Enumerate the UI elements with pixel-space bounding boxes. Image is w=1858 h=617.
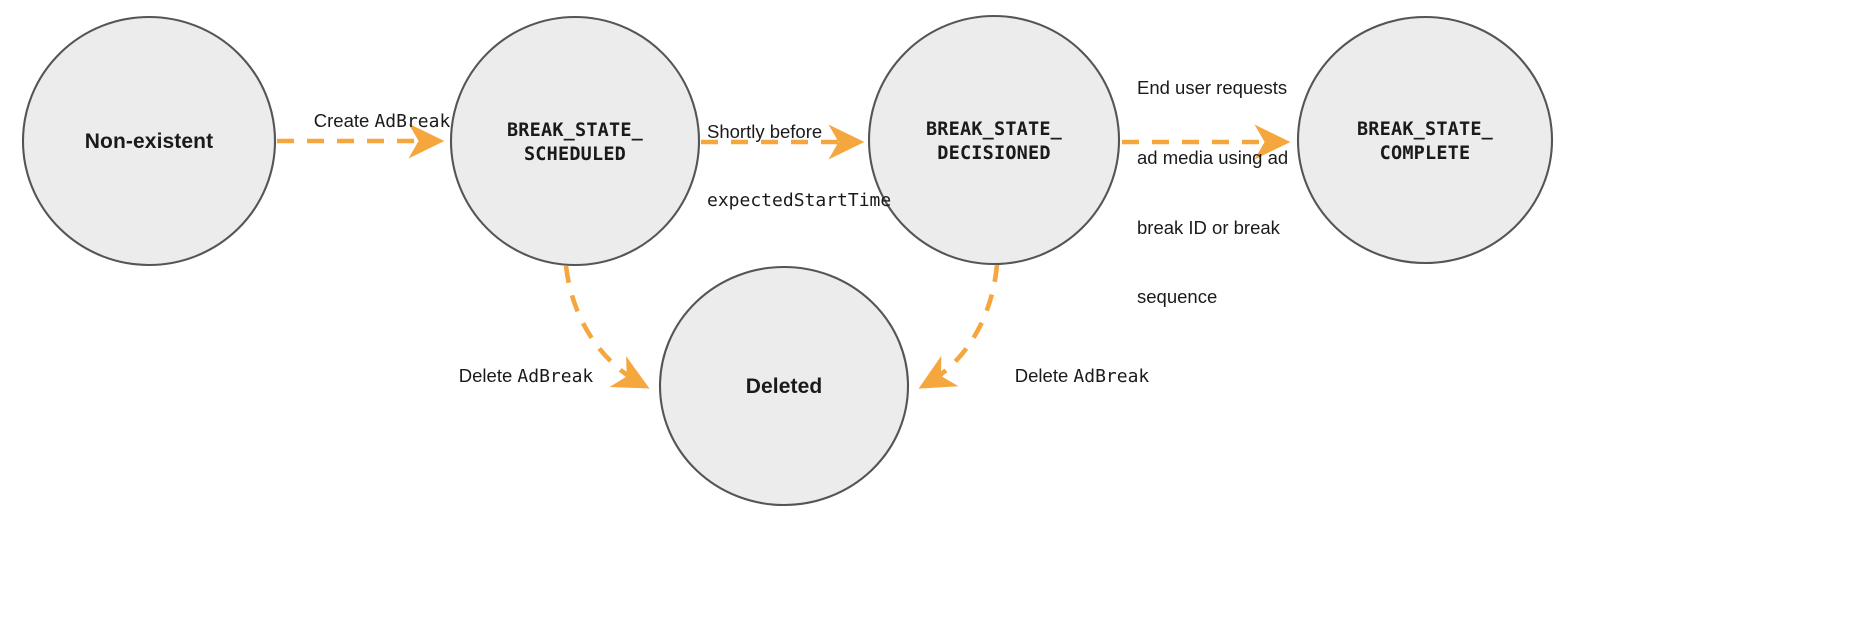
edge-label-shortly-before: Shortly before expectedStartTime	[707, 75, 891, 258]
edge-label-text: Shortly before	[707, 121, 823, 143]
edge-label-end-user-requests: End user requests ad media using ad brea…	[1137, 31, 1288, 354]
edge-label-code: AdBreak	[374, 111, 451, 133]
edge-label-text: Delete	[1014, 365, 1074, 387]
edge-label-code: AdBreak	[1073, 366, 1150, 388]
edge-label-text: End user requests	[1137, 77, 1288, 99]
node-non-existent[interactable]	[21, 15, 277, 267]
edge-label-text: ad media using ad	[1137, 146, 1289, 168]
node-deleted[interactable]	[658, 265, 910, 507]
node-break-state-scheduled[interactable]	[449, 15, 701, 267]
edge-label-text: Delete	[458, 365, 518, 387]
edge-label-text: sequence	[1137, 286, 1218, 308]
edge-label-code: expectedStartTime	[707, 189, 892, 211]
edge-delete-adbreak-from-decisioned	[918, 264, 1000, 389]
edge-label-create-adbreak: Create AdBreak	[296, 86, 451, 157]
edge-label-delete-adbreak-scheduled: Delete AdBreak	[441, 341, 593, 412]
edge-label-text: break ID or break	[1137, 216, 1280, 238]
node-break-state-complete[interactable]	[1296, 15, 1554, 265]
edge-label-code: AdBreak	[517, 366, 594, 388]
edge-label-text: Create	[313, 110, 375, 132]
node-break-state-decisioned[interactable]	[867, 14, 1121, 266]
edge-label-delete-adbreak-decisioned: Delete AdBreak	[997, 341, 1149, 412]
edge-delete-adbreak-from-scheduled	[563, 265, 650, 389]
